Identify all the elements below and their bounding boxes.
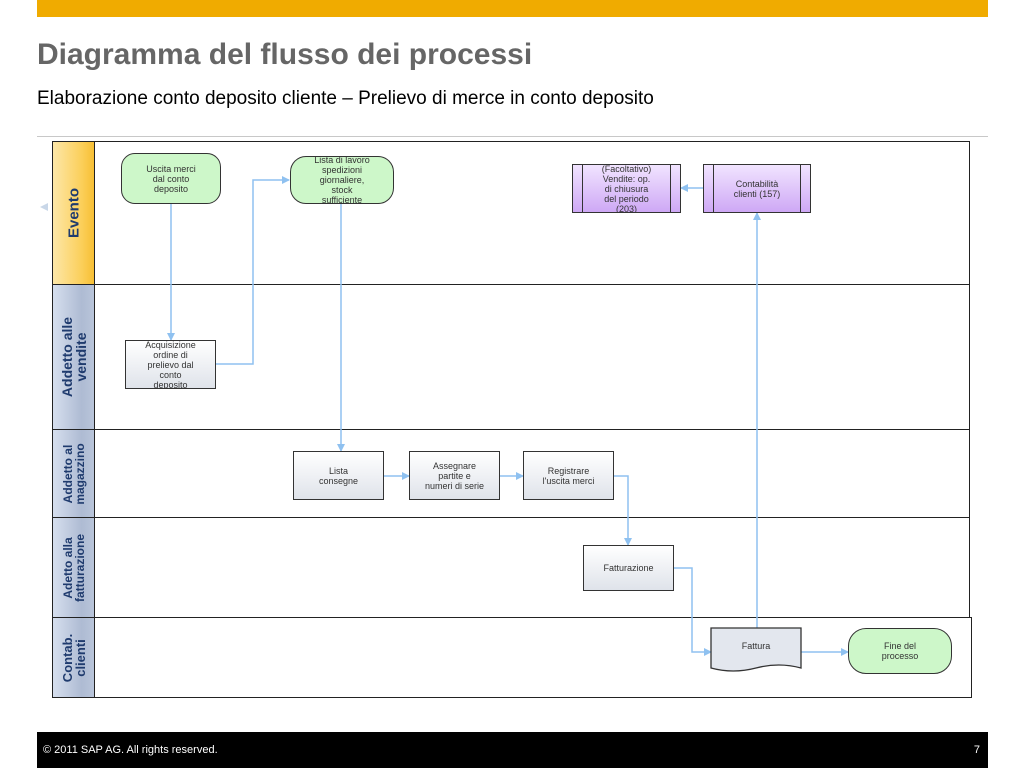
page-number: 7 bbox=[973, 744, 980, 756]
task-assegnare[interactable]: Assegnare partite e numeri di serie bbox=[409, 451, 500, 500]
arrow-registrare-to-fatturazione bbox=[614, 475, 632, 546]
fattura-document-shape bbox=[710, 627, 802, 672]
footer-bar: © 2011 SAP AG. All rights reserved. 7 bbox=[37, 732, 988, 768]
subprocess-contabilita[interactable]: Contabilità clienti (157) bbox=[703, 164, 811, 213]
document-fattura[interactable]: Fattura bbox=[741, 641, 771, 651]
footer-copyright: © 2011 SAP AG. All rights reserved. bbox=[43, 744, 218, 756]
arrow-acquisizione-to-lista bbox=[216, 176, 290, 365]
title-divider bbox=[37, 136, 988, 137]
arrow-fatturazione-to-fattura bbox=[674, 567, 712, 656]
slide-subtitle: Elaborazione conto deposito cliente – Pr… bbox=[37, 88, 654, 109]
lane-fatturazione bbox=[52, 517, 970, 618]
task-acquisizione[interactable]: Acquisizione ordine di prelievo dal cont… bbox=[125, 340, 216, 389]
lane-label-fatturazione: Adetto alla fatturazione bbox=[52, 517, 95, 618]
lane-label-vendite: Addetto alle vendite bbox=[52, 284, 95, 430]
lane-contab bbox=[52, 617, 972, 698]
lane-label-evento: Evento bbox=[52, 141, 95, 285]
accent-bar bbox=[37, 0, 988, 17]
subprocess-facoltativo[interactable]: (Facoltativo) Vendite: op. di chiusura d… bbox=[572, 164, 681, 213]
task-fatturazione[interactable]: Fatturazione bbox=[583, 545, 674, 591]
event-uscita-merci[interactable]: Uscita merci dal conto deposito bbox=[121, 153, 221, 204]
end-fine-processo[interactable]: Fine del processo bbox=[848, 628, 952, 674]
lane-label-contab: Contab. clienti bbox=[52, 617, 95, 698]
lane-magazzino bbox=[52, 429, 970, 518]
task-lista-consegne[interactable]: Lista consegne bbox=[293, 451, 384, 500]
task-registrare[interactable]: Registrare l'uscita merci bbox=[523, 451, 614, 500]
event-lista-lavoro[interactable]: Lista di lavoro spedizioni giornaliere, … bbox=[290, 156, 394, 204]
lane-label-magazzino: Addetto al magazzino bbox=[52, 429, 95, 518]
bullet-arrow-icon bbox=[40, 203, 48, 211]
slide-title: Diagramma del flusso dei processi bbox=[37, 38, 533, 71]
